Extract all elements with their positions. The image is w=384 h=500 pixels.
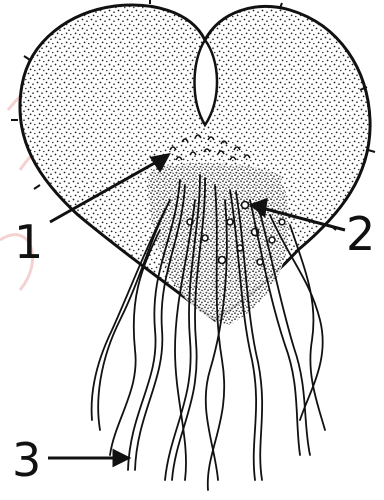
- label-1: 1: [14, 215, 43, 269]
- label-2: 2: [346, 207, 375, 261]
- label-3: 3: [12, 433, 41, 487]
